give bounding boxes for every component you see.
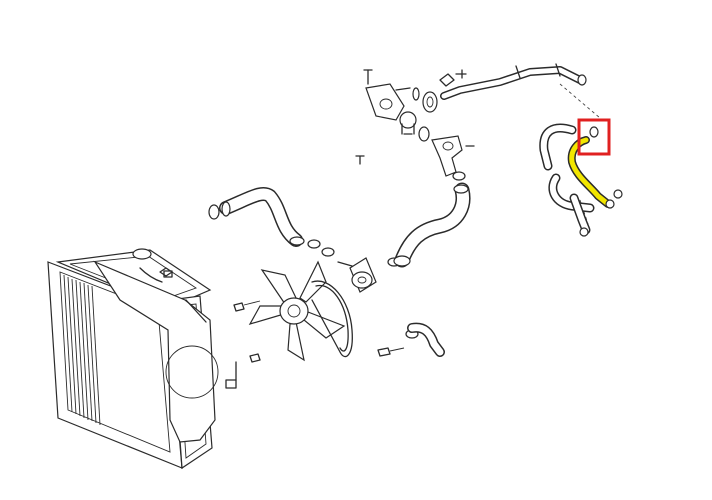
bolt-icon: [455, 69, 467, 79]
o-ring: [418, 126, 430, 142]
bolt-icon: [439, 73, 455, 87]
bolt-icon: [163, 270, 173, 278]
bolt-icon: [355, 155, 365, 165]
bolt-icon: [233, 302, 245, 312]
clamp-icon: [208, 204, 220, 220]
clamp-icon: [307, 239, 321, 249]
gasket: [422, 91, 438, 113]
radiator-core: [63, 274, 101, 426]
water-inlet-pipe: [439, 63, 587, 100]
cooling-fan: [248, 260, 346, 362]
thermostat-housing: [363, 69, 420, 121]
highlight-box: [577, 118, 611, 156]
bolt-icon: [249, 353, 261, 363]
bolt-icon: [377, 347, 391, 357]
clamp-icon: [452, 171, 466, 181]
upper-radiator-hose: [219, 186, 305, 247]
water-inlet: [337, 257, 377, 293]
fan-belt: [311, 280, 353, 358]
heater-hose-group: [539, 123, 623, 237]
fan-shroud: [93, 260, 219, 443]
bypass-hose: [377, 322, 445, 357]
clamp-icon: [321, 247, 335, 257]
radiator-cap: [132, 248, 152, 260]
water-outlet: [355, 135, 475, 177]
lower-radiator-hose: [393, 182, 471, 268]
thermostat: [399, 111, 417, 135]
bolts: [163, 270, 261, 389]
bracket-icon: [225, 379, 237, 389]
hose-clamps: [208, 171, 466, 339]
